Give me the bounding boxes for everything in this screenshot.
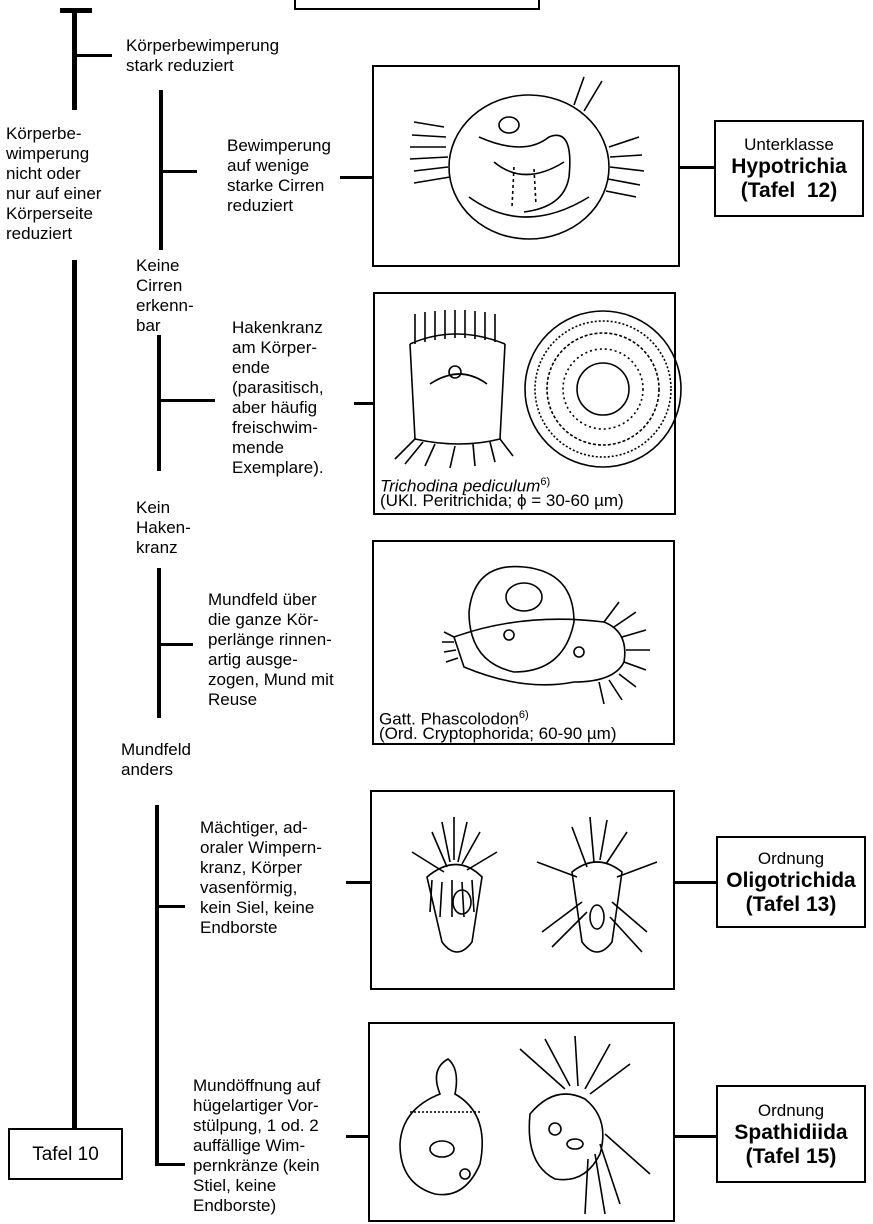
caption-phascolodon-detail: (Ord. Cryptophorida; 60-90 µm) <box>379 724 617 744</box>
image-box-spathidiida <box>368 1022 675 1222</box>
conn-cirren-img <box>340 176 372 179</box>
result-hypotrichia-rank: Unterklasse <box>716 134 862 155</box>
conn-last <box>155 1163 185 1166</box>
node-koerper-stark: Körperbewimperung stark reduziert <box>126 36 279 76</box>
result-hypotrichia-tafel: (Tafel 12) <box>716 179 862 203</box>
conn-last-img <box>346 1135 368 1138</box>
conn-maecht <box>157 905 185 908</box>
conn-oligo-img <box>674 881 716 884</box>
main-trunk-lower <box>72 260 77 1178</box>
result-spathidiida-name: Spathidiida <box>718 1121 864 1145</box>
result-hypotrichia[interactable]: Unterklasse Hypotrichia (Tafel 12) <box>714 120 864 217</box>
result-spathidiida[interactable]: Ordnung Spathidiida (Tafel 15) <box>716 1085 866 1183</box>
hypotrichia-drawing <box>374 67 682 269</box>
conn-cirren <box>161 170 197 173</box>
result-spathidiida-tafel: (Tafel 15) <box>718 1145 864 1169</box>
image-box-oligotrichida <box>370 790 675 990</box>
result-oligotrichida-tafel: (Tafel 13) <box>718 893 864 917</box>
conn-haken-img <box>354 402 374 405</box>
top-box-partial <box>294 0 540 10</box>
node-maechtiger: Mächtiger, ad- oraler Wimpern- kranz, Kö… <box>200 818 322 938</box>
spathidiida-drawing <box>370 1024 677 1224</box>
image-box-hypotrichia <box>372 65 680 267</box>
node-keine-cirren: Keine Cirren erkenn- bar <box>136 256 194 336</box>
node-mundoeffnung: Mundöffnung auf hügelartiger Vor- stülpu… <box>193 1076 320 1216</box>
node-koerper-nicht: Körperbe- wimperung nicht oder nur auf e… <box>6 124 101 244</box>
caption-phascolodon-sup: 6) <box>519 709 529 721</box>
result-spathidiida-rank: Ordnung <box>718 1100 864 1121</box>
conn-spath-img <box>674 1135 716 1138</box>
result-oligotrichida[interactable]: Ordnung Oligotrichida (Tafel 13) <box>716 836 866 928</box>
back-link-label: Tafel 10 <box>10 1144 121 1165</box>
node-kein-hakenkranz: Kein Haken- kranz <box>136 498 191 558</box>
oligotrichida-drawing <box>372 792 677 992</box>
conn-haken <box>159 399 215 402</box>
image-box-trichodina: Trichodina pediculum6) (UKl. Peritrichid… <box>373 292 676 515</box>
trunk-hakenkranz <box>157 335 161 471</box>
result-oligotrichida-rank: Ordnung <box>718 848 864 869</box>
conn-maecht-img <box>346 881 370 884</box>
node-bewimperung-cirren: Bewimperung auf wenige starke Cirren red… <box>227 136 331 216</box>
result-hypotrichia-name: Hypotrichia <box>716 155 862 179</box>
branch-connector-stark <box>76 54 112 57</box>
node-mundfeld-ueber: Mundfeld über die ganze Kör- perlänge ri… <box>208 590 334 710</box>
conn-mund <box>159 643 193 646</box>
conn-hypo-img <box>679 166 715 169</box>
node-hakenkranz: Hakenkranz am Körper- ende (parasitisch,… <box>232 318 324 478</box>
trunk-last <box>155 805 159 1165</box>
main-trunk-upper <box>72 8 77 110</box>
image-box-phascolodon: Gatt. Phascolodon6) (Ord. Cryptophorida;… <box>372 540 675 745</box>
caption-trichodina-sup: 6) <box>540 476 550 488</box>
node-mundfeld-anders: Mundfeld anders <box>121 740 191 780</box>
back-link-tafel-10[interactable]: Tafel 10 <box>8 1128 123 1180</box>
caption-trichodina-detail: (UKl. Peritrichida; ϕ = 30-60 µm) <box>380 491 624 511</box>
result-oligotrichida-name: Oligotrichida <box>718 869 864 893</box>
